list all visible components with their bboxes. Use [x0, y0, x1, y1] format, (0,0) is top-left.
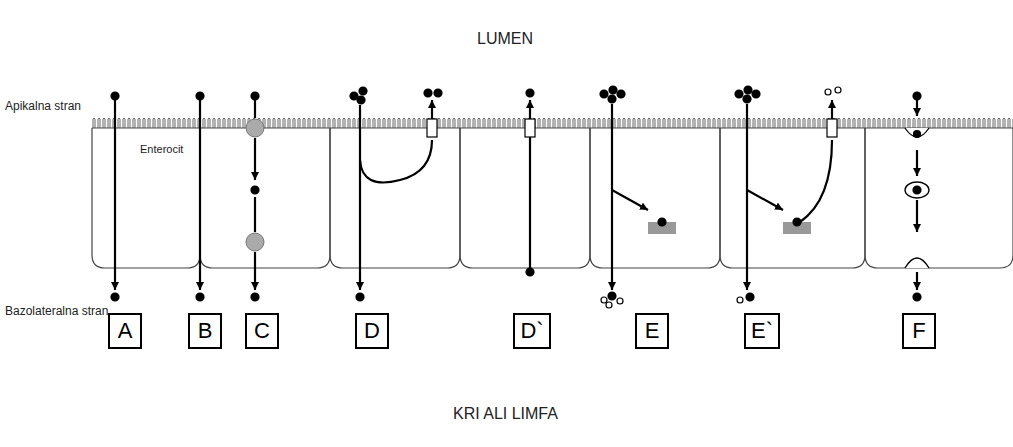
pathway-letter: E: [645, 320, 660, 342]
pathway-letter-box: D`: [513, 313, 551, 349]
pathway-letter: B: [198, 320, 213, 342]
pathway-letter: C: [254, 320, 270, 342]
brush-border: [92, 117, 1013, 128]
pathway-letter-box: E: [635, 313, 669, 349]
pathway-letter-box: C: [245, 313, 279, 349]
pathway-letter-box: F: [902, 313, 936, 349]
pathway-letter: D`: [520, 320, 543, 342]
pathway-letter-box: B: [188, 313, 222, 349]
cell-label: Enterocit: [140, 143, 183, 155]
pathway-letter: E`: [751, 320, 773, 342]
side-label: Bazolateralna stran: [5, 304, 108, 318]
pathway-letter: A: [118, 320, 133, 342]
transport-paths: [112, 87, 930, 309]
pathway-letter-box: D: [355, 313, 389, 349]
region-label: LUMEN: [477, 30, 533, 48]
apical-membrane: [92, 127, 1013, 128]
pathway-letter: F: [912, 320, 925, 342]
side-label: Apikalna stran: [5, 99, 81, 113]
region-label: KRI ALI LIMFA: [453, 405, 558, 423]
pathway-letter: D: [364, 320, 380, 342]
enterocyte-cells: [92, 128, 1013, 268]
pathway-letter-box: A: [108, 313, 142, 349]
pathway-letter-box: E`: [744, 313, 780, 349]
